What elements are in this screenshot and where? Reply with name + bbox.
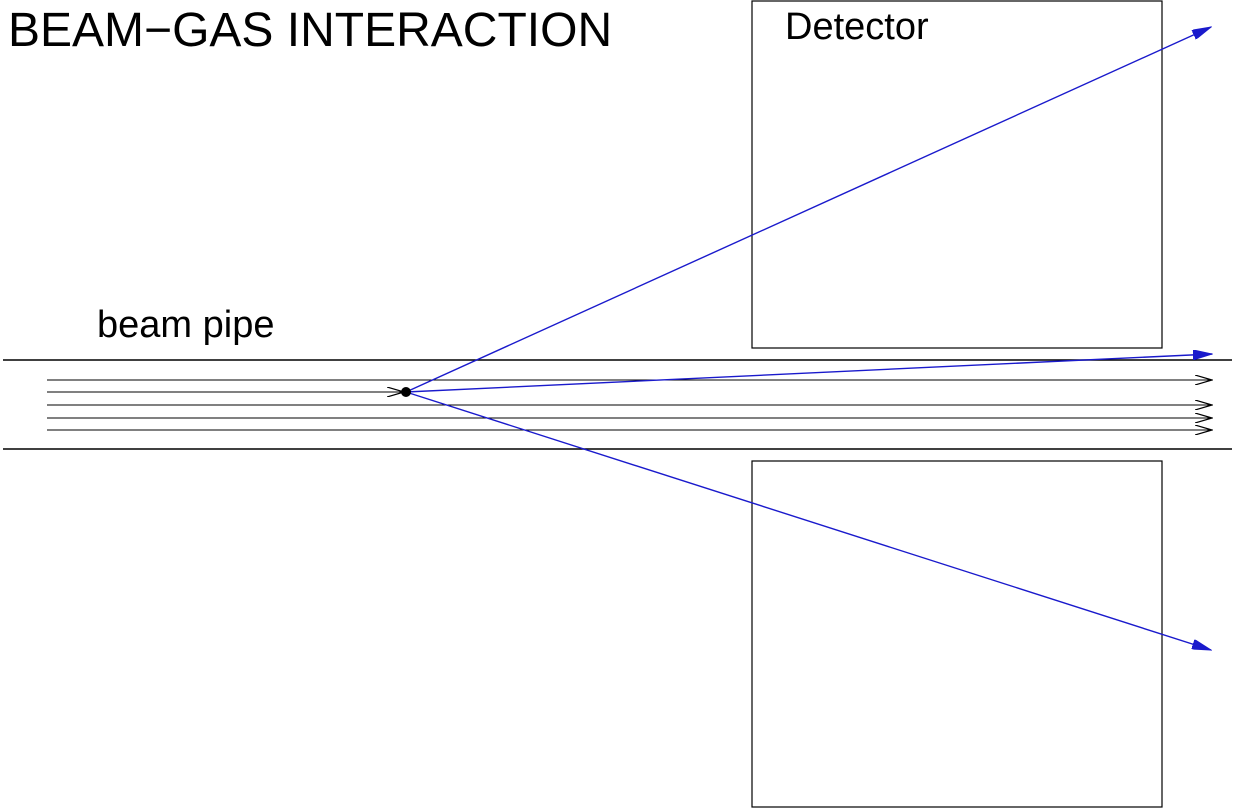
detector-lower-box <box>751 460 1163 808</box>
detector-upper-box <box>751 0 1163 349</box>
scattered-track-upper <box>405 27 1211 393</box>
scattered-track-lower <box>405 391 1211 651</box>
diagram-title: BEAM−GAS INTERACTION <box>8 4 612 57</box>
detector-label: Detector <box>785 6 929 48</box>
scattered-track-forward <box>405 354 1212 393</box>
beam-pipe-label: beam pipe <box>97 304 274 346</box>
interaction-point <box>401 387 411 397</box>
